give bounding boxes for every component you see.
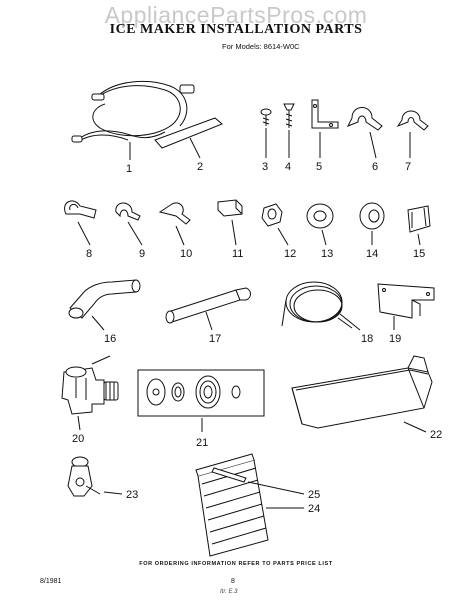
- part-19-bracket: [377, 283, 435, 330]
- part-2-strip: [154, 117, 223, 159]
- part-number: 17: [209, 333, 221, 345]
- part-number: 14: [366, 248, 378, 260]
- part-number: 15: [413, 248, 425, 260]
- part-7-clamp: [396, 110, 429, 158]
- part-number: 24: [308, 503, 320, 515]
- part-number: 2: [197, 161, 203, 173]
- part-number: 13: [321, 248, 333, 260]
- part-9-clip: [115, 202, 143, 246]
- part-4-screw: [283, 103, 295, 158]
- part-number: 19: [389, 333, 401, 345]
- part-number: 10: [180, 248, 192, 260]
- date-label: 8/1981: [40, 578, 62, 585]
- part-number: 3: [262, 161, 268, 173]
- part-6-clamp: [346, 107, 383, 159]
- signature: Itr. E.3: [220, 589, 238, 595]
- part-number: 9: [139, 248, 145, 260]
- part-21-fitting-kit: [137, 369, 265, 432]
- part-number: 4: [285, 161, 291, 173]
- part-number: 8: [86, 248, 92, 260]
- watermark: AppliancePartsPros.com: [104, 2, 368, 28]
- part-3-screw: [260, 108, 272, 158]
- part-number: 5: [316, 161, 322, 173]
- part-25-strip: [211, 467, 305, 495]
- part-number: 16: [104, 333, 116, 345]
- part-15-clip: [407, 205, 431, 246]
- part-number: 18: [361, 333, 373, 345]
- part-24-shelf: [195, 453, 304, 557]
- part-number: 1: [126, 163, 132, 175]
- part-1-wire-harness: [71, 80, 195, 160]
- part-10-clip: [158, 202, 191, 246]
- part-number: 20: [72, 433, 84, 445]
- page-number: 8: [231, 578, 235, 585]
- part-number: 11: [232, 248, 243, 260]
- ordering-note: FOR ORDERING INFORMATION REFER TO PARTS …: [139, 561, 333, 567]
- part-number: 23: [126, 489, 138, 501]
- part-20-valve: [61, 355, 119, 431]
- part-14-grommet: [359, 202, 385, 245]
- part-16-elbow: [68, 279, 141, 331]
- part-8-clip: [64, 200, 97, 246]
- part-17-tube: [165, 287, 251, 331]
- models-label: For Models: 8614-W0C: [222, 42, 300, 51]
- part-number: 21: [196, 437, 208, 449]
- page-title: ICE MAKER INSTALLATION PARTS: [109, 22, 363, 37]
- part-5-bracket: [311, 99, 339, 158]
- part-number: 7: [405, 161, 411, 173]
- part-13-grommet: [306, 203, 334, 246]
- part-number: 12: [284, 248, 296, 260]
- part-22-ice-bin: [291, 355, 433, 433]
- part-number: 22: [430, 429, 442, 441]
- part-number: 25: [308, 489, 320, 501]
- part-12-nut: [261, 203, 289, 246]
- part-18-coil: [281, 281, 361, 331]
- part-number: 6: [372, 161, 378, 173]
- part-23-valve-assembly: [67, 456, 123, 497]
- part-11-block: [217, 199, 243, 246]
